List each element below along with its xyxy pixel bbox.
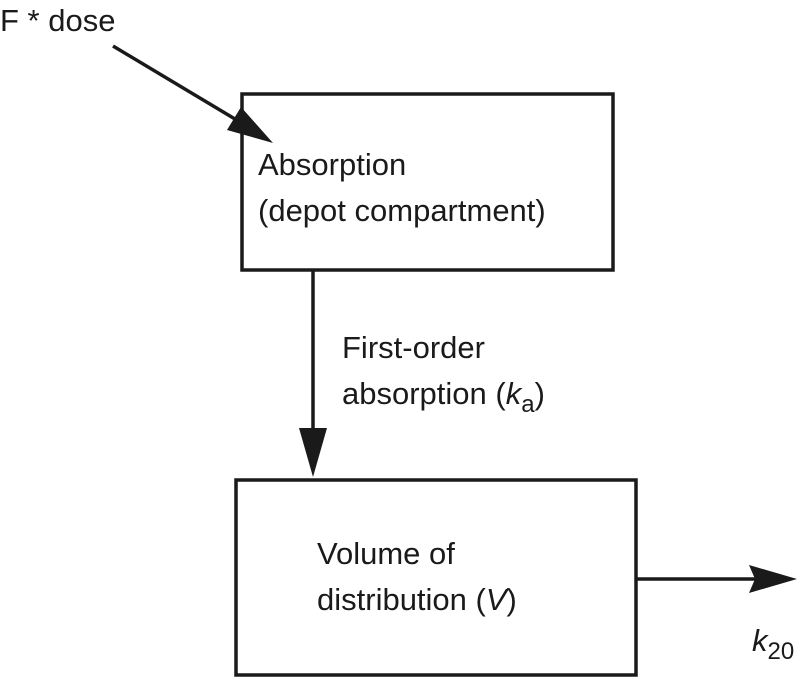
absorption-arrow [299, 271, 327, 477]
input-arrow-head [227, 107, 273, 143]
k20-symbol: k [752, 623, 769, 658]
central-box-line2: distribution (V) [317, 582, 517, 617]
absorption-arrow-head [299, 428, 327, 477]
depot-box-line1: Absorption [258, 147, 406, 182]
elimination-arrow [637, 565, 797, 593]
absorption-label-line1: First-order [342, 330, 485, 365]
elimination-arrow-head [749, 565, 797, 593]
ka-symbol: k [506, 376, 523, 411]
elimination-label: k20 [752, 623, 794, 665]
input-arrow [112, 44, 273, 143]
volume-symbol: V [486, 582, 510, 617]
input-arrow-shaft [112, 44, 251, 130]
absorption-label-line2: absorption (ka) [342, 376, 545, 418]
ka-subscript: a [521, 391, 535, 418]
input-dose-label: F * dose [0, 3, 115, 38]
central-box-line1: Volume of [317, 536, 455, 571]
central-compartment-box [234, 478, 638, 677]
central-box-prefix: distribution ( [317, 582, 487, 617]
absorption-label-suffix: ) [535, 376, 545, 411]
k20-subscript: 20 [768, 638, 795, 665]
depot-compartment-box [240, 92, 615, 272]
central-box-suffix: ) [507, 582, 517, 617]
absorption-label-prefix: absorption ( [342, 376, 506, 411]
depot-box-line2: (depot compartment) [258, 193, 546, 228]
